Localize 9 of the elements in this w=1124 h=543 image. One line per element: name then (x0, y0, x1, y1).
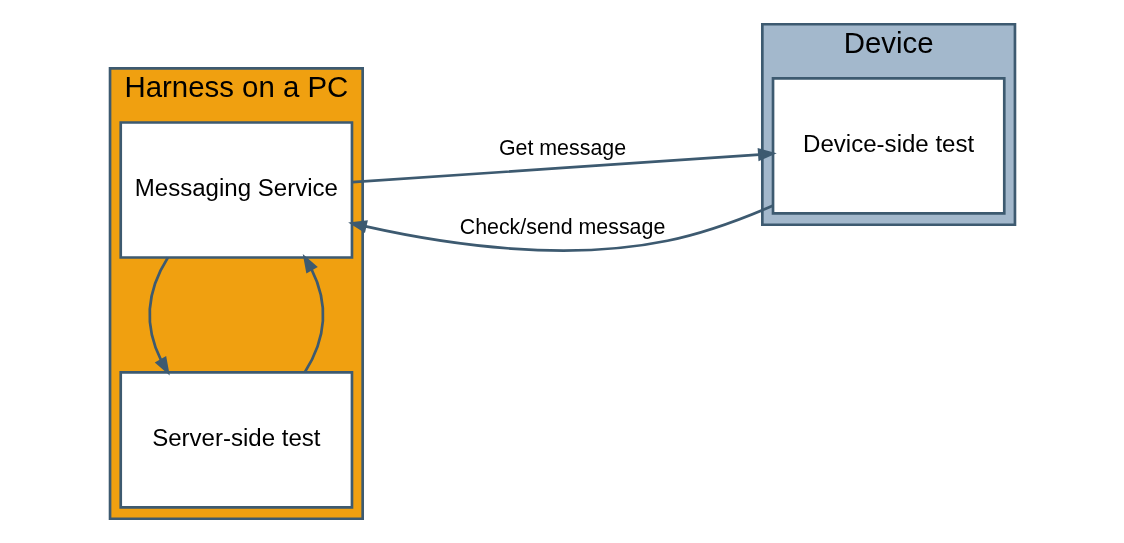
node-box: Messaging Service (118, 121, 353, 259)
node-box: Device-side test (771, 77, 1006, 215)
node-box: Server-side test (118, 371, 353, 509)
edge-label: Check/send message (459, 214, 665, 239)
arrow (347, 204, 773, 252)
arrow (147, 256, 170, 376)
arrow (302, 254, 324, 373)
edge-label: Get message (498, 135, 626, 160)
arrow (351, 148, 777, 184)
